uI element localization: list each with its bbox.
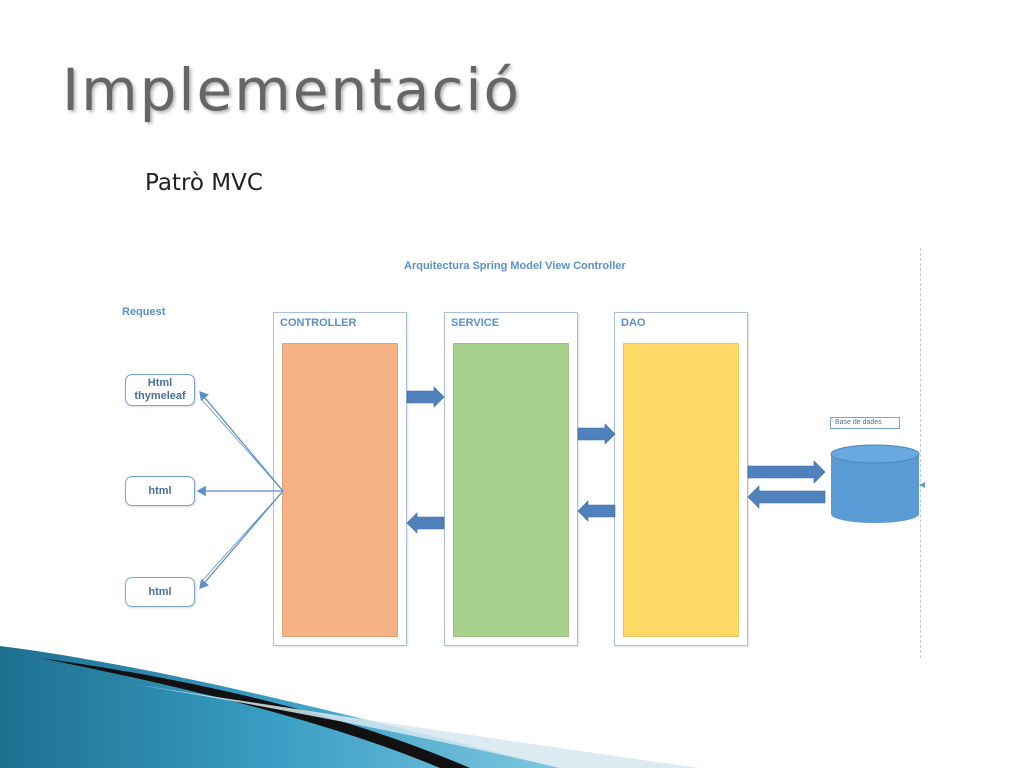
- diagram-title: Arquitectura Spring Model View Controlle…: [404, 260, 626, 272]
- database-label: Base de dades: [830, 417, 900, 429]
- slide-subtitle: Patrò MVC: [145, 170, 263, 196]
- view-box-html-1: html: [125, 476, 195, 506]
- arrow-dao-to-service: [577, 500, 616, 522]
- service-layer: SERVICE: [444, 312, 578, 646]
- boundary-marker: [919, 482, 925, 488]
- request-label: Request: [122, 306, 166, 318]
- controller-layer: CONTROLLER: [273, 312, 407, 646]
- service-label: SERVICE: [451, 317, 500, 329]
- view-box-html-2: html: [125, 577, 195, 607]
- slide-title: Implementació: [62, 56, 521, 124]
- view-box-thymeleaf: Html thymeleaf: [125, 374, 195, 406]
- arrow-dao-to-database: [747, 460, 826, 484]
- arrow-database-to-dao: [747, 485, 826, 509]
- decorative-swoosh: [0, 646, 700, 768]
- connector-to-thymeleaf: [199, 391, 284, 492]
- arrow-service-to-controller: [406, 512, 445, 534]
- dao-label: DAO: [621, 317, 646, 329]
- dao-fill: [623, 343, 739, 637]
- service-fill: [453, 343, 569, 637]
- boundary-dashed-line: [920, 248, 921, 658]
- dao-layer: DAO: [614, 312, 748, 646]
- arrow-service-to-dao: [577, 423, 616, 445]
- controller-fill: [282, 343, 398, 637]
- connector-to-html-2: [199, 490, 284, 589]
- arrow-controller-to-service: [406, 386, 445, 408]
- database-icon: [830, 444, 920, 523]
- controller-label: CONTROLLER: [280, 317, 357, 329]
